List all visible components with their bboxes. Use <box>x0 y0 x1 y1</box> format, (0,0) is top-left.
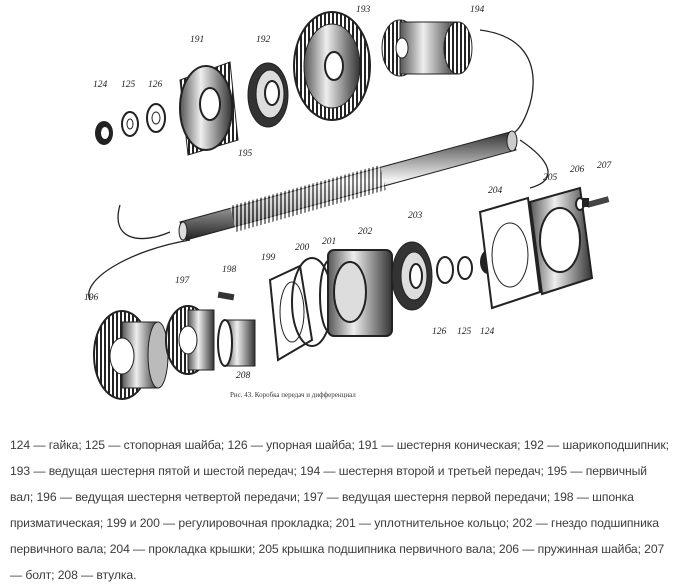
label-195: 195 <box>238 149 253 159</box>
label-201: 201 <box>322 237 336 247</box>
leader-arc-top <box>479 29 534 133</box>
label-208: 208 <box>236 371 251 381</box>
label-206: 206 <box>570 165 585 175</box>
leader-arc-bottom <box>88 239 191 301</box>
label-124-top: 124 <box>93 80 108 90</box>
bolt-207 <box>582 196 610 208</box>
label-196: 196 <box>84 293 99 303</box>
label-125-bottom: 125 <box>457 327 472 337</box>
label-205: 205 <box>543 173 558 183</box>
label-126-bottom: 126 <box>432 327 447 337</box>
label-198: 198 <box>222 265 237 275</box>
label-207: 207 <box>597 161 613 171</box>
label-197: 197 <box>175 276 191 286</box>
lock-washer-125-bottom <box>457 256 473 280</box>
leader-arc-left <box>117 204 171 240</box>
key-198 <box>217 291 235 301</box>
lock-washer-125-top <box>121 111 139 137</box>
label-204: 204 <box>488 186 503 196</box>
leader-arc-right <box>519 139 549 189</box>
thrust-washer-126-bottom <box>436 256 454 284</box>
bearing-housing-202 <box>327 249 393 337</box>
label-193: 193 <box>356 5 371 15</box>
shim-199 <box>268 264 314 362</box>
nut-124-top <box>95 121 113 145</box>
cover-gasket-204 <box>478 196 542 310</box>
label-202: 202 <box>358 227 373 237</box>
label-125-top: 125 <box>121 80 136 90</box>
gearbox-exploded-diagram: 124 125 126 191 192 193 194 195 196 197 … <box>60 0 620 420</box>
thrust-washer-126-top <box>146 103 166 133</box>
label-194: 194 <box>470 5 485 15</box>
bearing-203 <box>391 241 433 311</box>
label-191: 191 <box>190 35 204 45</box>
drive-gear-193 <box>293 11 371 121</box>
figure-caption: Рис. 43. Коробка передач и дифференциал <box>230 391 356 399</box>
gear-194 <box>381 19 473 77</box>
gear-197 <box>165 305 215 375</box>
bearing-cover-205 <box>528 186 594 296</box>
legend-text: 124 — гайка; 125 — стопорная шайба; 126 … <box>10 438 669 582</box>
primary-shaft-195 <box>178 130 518 241</box>
bevel-gear-191 <box>179 61 239 156</box>
parts-legend: 124 — гайка; 125 — стопорная шайба; 126 … <box>10 432 672 588</box>
label-199: 199 <box>261 253 276 263</box>
bushing-208 <box>217 319 256 367</box>
label-124-bottom: 124 <box>480 327 495 337</box>
label-203: 203 <box>408 211 423 221</box>
label-192: 192 <box>256 35 271 45</box>
ball-bearing-192 <box>247 62 289 128</box>
label-126-top: 126 <box>148 80 163 90</box>
label-200: 200 <box>295 243 310 253</box>
gear-196 <box>93 310 169 400</box>
